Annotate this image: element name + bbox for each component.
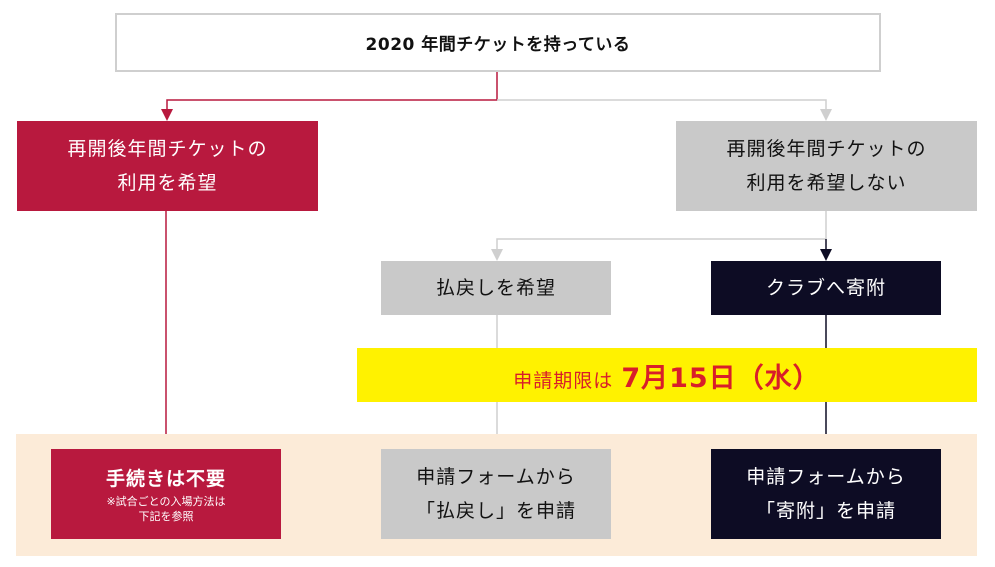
node-apply-refund-line1: 申請フォームから [416,466,576,488]
node-apply-donate: 申請フォームから 「寄附」を申請 [711,449,941,539]
deadline-date: 7月15日（水） [621,362,821,394]
node-apply-donate-line2: 「寄附」を申請 [755,500,896,522]
node-no-procedure-note1: ※試合ごとの入場方法は [106,495,226,508]
node-apply-refund-line2: 「払戻し」を申請 [415,500,576,522]
node-has-annual-ticket-label: 2020 年間チケットを持っている [365,35,631,55]
node-apply-donate-line1: 申請フォームから [746,466,906,488]
node-no-procedure-label: 手続きは不要 [105,468,226,490]
node-wish-to-use-line1: 再開後年間チケットの [67,138,268,160]
node-not-wish-to-use-line1: 再開後年間チケットの [726,138,927,160]
node-wish-refund: 払戻しを希望 [381,261,611,315]
node-donate-to-club-label: クラブへ寄附 [765,277,886,299]
deadline-lead: 申請期限は [513,369,614,392]
node-apply-refund: 申請フォームから 「払戻し」を申請 [381,449,611,539]
node-wish-refund-label: 払戻しを希望 [435,277,556,299]
node-has-annual-ticket: 2020 年間チケットを持っている [115,13,881,72]
node-wish-to-use: 再開後年間チケットの 利用を希望 [17,121,318,211]
deadline-banner: 申請期限は 7月15日（水） [357,348,977,402]
node-donate-to-club: クラブへ寄附 [711,261,941,315]
node-wish-to-use-line2: 利用を希望 [117,172,218,194]
line-top-to-nouse [497,99,832,121]
node-no-procedure: 手続きは不要 ※試合ごとの入場方法は 下記を参照 [51,449,281,539]
node-no-procedure-note2: 下記を参照 [138,510,194,523]
line-nouse-to-refund [491,211,827,261]
line-top-to-use [161,72,498,121]
node-not-wish-to-use-line2: 利用を希望しない [746,172,907,194]
node-not-wish-to-use: 再開後年間チケットの 利用を希望しない [676,121,977,211]
